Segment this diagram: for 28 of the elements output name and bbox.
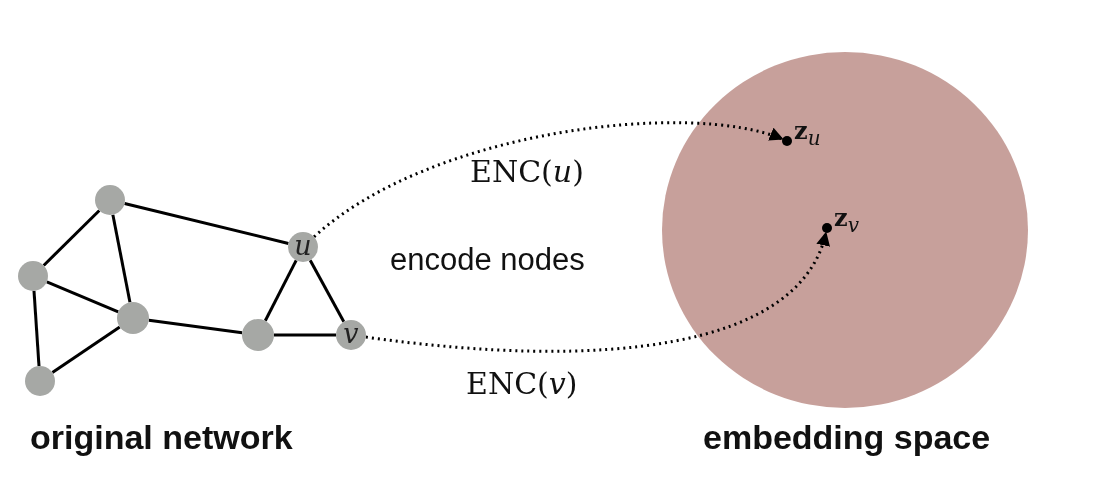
point-label: z$_{v}$ — [834, 203, 859, 237]
graph-node — [336, 320, 366, 350]
annotation: encode nodes — [390, 242, 585, 278]
graph-edge — [124, 202, 289, 245]
graph-node — [117, 302, 149, 334]
node-label: v — [343, 319, 359, 347]
caption: embedding space — [703, 418, 991, 457]
graph-edge — [263, 259, 298, 322]
graph-edge — [42, 209, 101, 267]
graph-node — [25, 366, 55, 396]
graph-node — [288, 232, 318, 262]
edge-label: ENC(v) — [466, 366, 578, 401]
graph-node — [18, 261, 48, 291]
graph-edge — [308, 259, 346, 323]
graph-edge — [111, 214, 132, 303]
graph-edge — [46, 280, 119, 314]
caption: original network — [30, 418, 293, 457]
graph-edge — [274, 333, 336, 337]
dotted-arrow — [313, 121, 784, 238]
point-label: z$_{u}$ — [794, 116, 821, 150]
graph-edge — [32, 290, 41, 367]
graph-edge — [51, 325, 121, 374]
dotted-arrow — [365, 231, 829, 353]
graph-edge — [148, 318, 243, 335]
edge-label: ENC(u) — [470, 154, 584, 189]
node-label: u — [294, 231, 312, 259]
graph-node — [95, 185, 125, 215]
graph-node — [242, 319, 274, 351]
